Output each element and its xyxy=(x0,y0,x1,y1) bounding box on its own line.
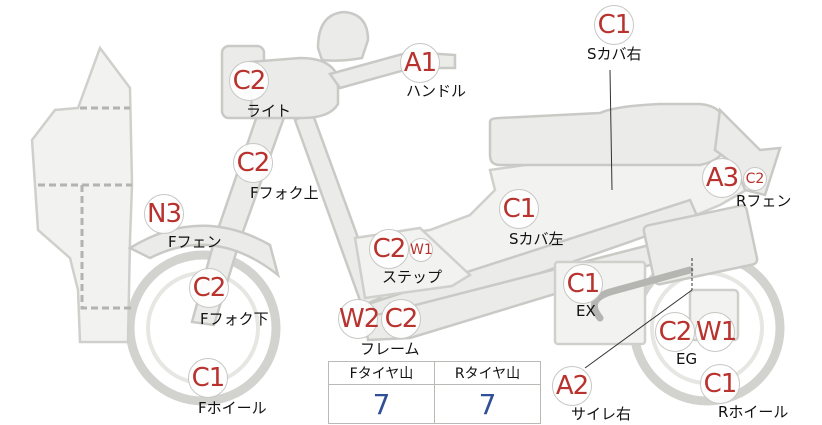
frame-label: フレーム xyxy=(360,340,420,358)
front-fork-lower-badge: C2 xyxy=(189,268,229,308)
rear-tread-value: 7 xyxy=(434,384,541,424)
muffler-right-badge: A2 xyxy=(552,366,592,406)
rear-fender-label: Rフェン xyxy=(736,192,792,210)
front-wheel-shape xyxy=(125,250,281,406)
front-tread-value: 7 xyxy=(328,384,435,424)
front-fork-upper-badge: C2 xyxy=(233,143,273,183)
front-wheel-label: Fホイール xyxy=(198,399,267,417)
handle-cowl-shape xyxy=(248,56,340,120)
rear-fender-sub-badge: C2 xyxy=(743,167,767,191)
front-fork-lower-label: Fフォク下 xyxy=(200,310,269,328)
front-fender-badge: N3 xyxy=(144,194,184,234)
leader-line-side-cover xyxy=(609,69,613,191)
front-fork-upper-label: Fフォク上 xyxy=(250,184,319,202)
rear-fender-badge: A3 xyxy=(702,158,742,198)
front-tread-header: Fタイヤ山 xyxy=(328,361,435,385)
rear-wheel-label: Rホイール xyxy=(718,403,789,421)
tire-tread-table: Fタイヤ山 Rタイヤ山 7 7 xyxy=(328,361,541,424)
front-wheel-badge: C1 xyxy=(188,358,228,398)
exhaust-badge: C1 xyxy=(563,264,603,304)
light-badge: C2 xyxy=(229,61,269,101)
side-cover-left-label: Sカバ左 xyxy=(509,230,564,248)
rear-tread-header: Rタイヤ山 xyxy=(434,361,541,385)
light-label: ライト xyxy=(246,102,292,120)
rear-wheel-badge: C1 xyxy=(700,364,740,404)
front-fender-label: Fフェン xyxy=(168,233,222,251)
exhaust-pipe-shape xyxy=(590,266,694,322)
engine-cover-shape xyxy=(642,204,759,286)
side-cover-right-badge: C1 xyxy=(594,5,634,45)
mirror-shape xyxy=(316,10,370,62)
step-badge: C2 xyxy=(369,229,409,269)
handle-label: ハンドル xyxy=(406,82,467,100)
muffler-right-label: サイレ右 xyxy=(571,405,632,423)
step-sub-badge: W1 xyxy=(409,238,433,262)
seat-shape xyxy=(488,102,730,167)
engine-label: EG xyxy=(676,350,698,368)
leader-line-muffler xyxy=(584,289,693,369)
tire-tread-value-row: 7 7 xyxy=(328,384,541,424)
exhaust-label: EX xyxy=(576,302,596,320)
handle-badge: A1 xyxy=(400,43,440,83)
engine-badge: C2 xyxy=(655,312,695,352)
engine-badge-2: W1 xyxy=(695,312,737,352)
side-cover-right-label: Sカバ右 xyxy=(587,45,642,63)
tire-tread-header-row: Fタイヤ山 Rタイヤ山 xyxy=(328,361,541,385)
body-seam-lines xyxy=(38,106,132,310)
step-label: ステップ xyxy=(382,268,443,286)
frame-badge: W2 xyxy=(338,299,380,339)
side-cover-left-badge: C1 xyxy=(499,189,539,229)
frame-badge-2: C2 xyxy=(381,299,421,339)
